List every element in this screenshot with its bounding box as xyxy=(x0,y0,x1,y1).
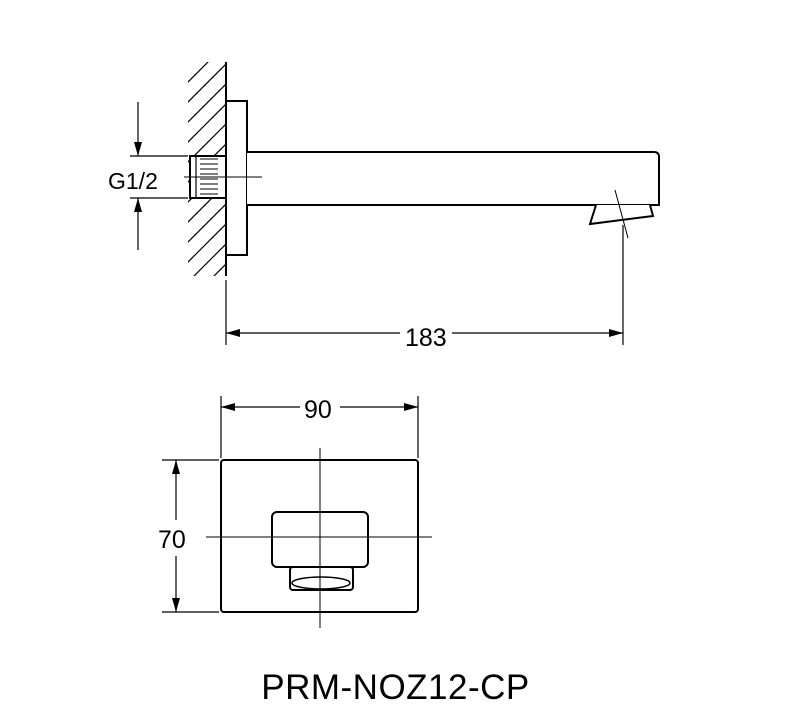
outlet-centerline xyxy=(614,189,629,239)
flange-plate xyxy=(225,100,248,256)
length-dimension xyxy=(225,225,624,345)
side-view xyxy=(184,62,660,276)
width-dimension xyxy=(220,396,419,458)
height-dimension xyxy=(162,459,219,613)
length-label: 183 xyxy=(405,324,447,352)
front-outlet xyxy=(289,566,354,591)
thread-size-label: G1/2 xyxy=(108,168,158,194)
thread-dimension xyxy=(130,102,188,250)
front-view xyxy=(206,448,432,628)
height-label: 70 xyxy=(158,526,186,554)
model-code: PRM-NOZ12-CP xyxy=(261,668,530,707)
front-outlet-opening xyxy=(291,576,351,590)
width-label: 90 xyxy=(304,396,332,424)
spout-body xyxy=(247,151,660,206)
